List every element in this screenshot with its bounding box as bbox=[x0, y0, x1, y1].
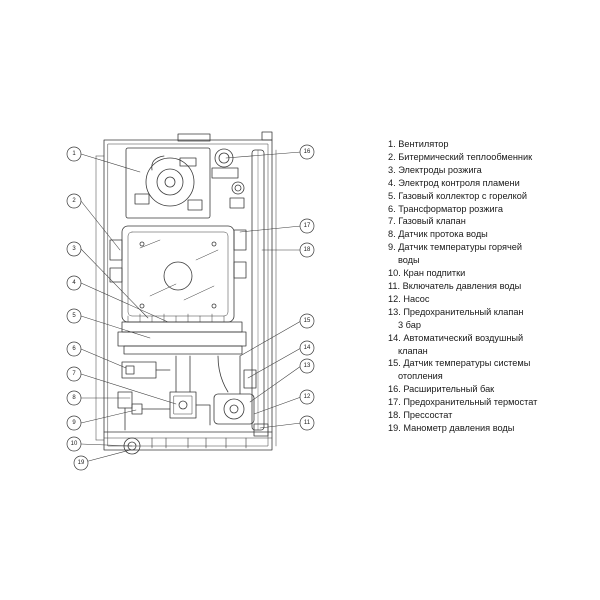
legend-item-17: 17. Предохранительный термостат bbox=[388, 397, 538, 408]
callout-6: 6 bbox=[66, 341, 82, 357]
callouts: 1 2 3 4 5 6 7 8 9 10 19 16 17 18 15 14 1… bbox=[66, 144, 315, 471]
callout-7: 7 bbox=[66, 366, 82, 382]
legend-item-11: 11. Включатель давления воды bbox=[388, 280, 522, 291]
callout-9-label: 9 bbox=[72, 420, 76, 426]
legend-item-15-cont: отопления bbox=[398, 371, 443, 382]
ignition-transformer bbox=[121, 361, 171, 379]
legend-item-8: 8. Датчик протока воды bbox=[388, 229, 488, 240]
callout-6-label: 6 bbox=[72, 346, 76, 352]
legend-item-1: 1. Вентилятор bbox=[388, 139, 449, 149]
callout-12-label: 12 bbox=[304, 394, 311, 400]
callout-2: 2 bbox=[66, 193, 82, 209]
callout-11: 11 bbox=[299, 415, 315, 431]
legend-item-18: 18. Прессостат bbox=[388, 410, 453, 421]
legend-item-12: 12. Насос bbox=[388, 293, 430, 304]
pump bbox=[213, 355, 257, 425]
callout-10: 10 bbox=[66, 436, 82, 452]
callout-15: 15 bbox=[299, 313, 315, 329]
callout-3: 3 bbox=[66, 241, 82, 257]
legend-item-19: 19. Манометр давления воды bbox=[388, 422, 515, 433]
callout-2-label: 2 bbox=[72, 198, 76, 204]
callout-11-label: 11 bbox=[304, 420, 311, 426]
callout-13: 13 bbox=[299, 358, 315, 374]
legend-item-10: 10. Кран подпитки bbox=[388, 268, 466, 279]
bottom-connections bbox=[103, 423, 273, 455]
callout-16: 16 bbox=[299, 144, 315, 160]
legend-item-3: 3. Электроды розжига bbox=[388, 164, 482, 175]
callout-16-label: 16 bbox=[304, 149, 311, 155]
callout-3-label: 3 bbox=[72, 246, 76, 252]
callout-13-label: 13 bbox=[304, 363, 311, 369]
fan-assembly bbox=[125, 147, 211, 219]
callout-1-label: 1 bbox=[72, 151, 76, 157]
burner-assembly bbox=[117, 313, 247, 355]
callout-8: 8 bbox=[66, 390, 82, 406]
pressostat bbox=[211, 148, 245, 209]
callout-12: 12 bbox=[299, 389, 315, 405]
callout-7-label: 7 bbox=[72, 371, 76, 377]
callout-19-label: 19 bbox=[78, 460, 85, 466]
callout-17-label: 17 bbox=[304, 223, 311, 229]
legend-item-13-cont: 3 бар bbox=[398, 319, 421, 330]
legend-item-7: 7. Газовый клапан bbox=[388, 216, 466, 227]
expansion-tank bbox=[251, 149, 265, 431]
callout-18-label: 18 bbox=[304, 247, 311, 253]
gas-valve bbox=[169, 355, 211, 426]
heat-exchanger bbox=[109, 225, 247, 323]
callout-5: 5 bbox=[66, 308, 82, 324]
callout-14: 14 bbox=[299, 340, 315, 356]
callout-4-label: 4 bbox=[72, 280, 76, 286]
legend-item-6: 6. Трансформатор розжига bbox=[388, 203, 503, 214]
legend-item-4: 4. Электрод контроля пламени bbox=[388, 177, 520, 188]
flow-sensor bbox=[117, 391, 171, 431]
callout-14-label: 14 bbox=[304, 345, 311, 351]
callout-5-label: 5 bbox=[72, 313, 76, 319]
legend-item-14: 14. Автоматический воздушный bbox=[388, 332, 524, 343]
callout-15-label: 15 bbox=[304, 318, 311, 324]
legend-item-9: 9. Датчик температуры горячей bbox=[388, 242, 523, 253]
legend-item-9-cont: воды bbox=[398, 255, 420, 266]
callout-8-label: 8 bbox=[72, 395, 76, 401]
callout-4: 4 bbox=[66, 275, 82, 291]
legend-item-5: 5. Газовый коллектор с горелкой bbox=[388, 190, 527, 201]
callout-9: 9 bbox=[66, 415, 82, 431]
legend-item-14-cont: клапан bbox=[398, 345, 428, 356]
parts-legend: 1. Вентилятор 2. Битермический теплообме… bbox=[388, 138, 593, 435]
legend-item-13: 13. Предохранительный клапан bbox=[388, 306, 524, 317]
leader-lines bbox=[80, 151, 302, 464]
callout-1: 1 bbox=[66, 146, 82, 162]
legend-item-2: 2. Битермический теплообменник bbox=[388, 151, 533, 162]
legend-item-15: 15. Датчик температуры системы bbox=[388, 358, 531, 369]
callout-17: 17 bbox=[299, 218, 315, 234]
legend-item-16: 16. Расширительный бак bbox=[388, 384, 495, 395]
callout-18: 18 bbox=[299, 242, 315, 258]
callout-10-label: 10 bbox=[71, 441, 78, 447]
callout-19: 19 bbox=[73, 455, 89, 471]
